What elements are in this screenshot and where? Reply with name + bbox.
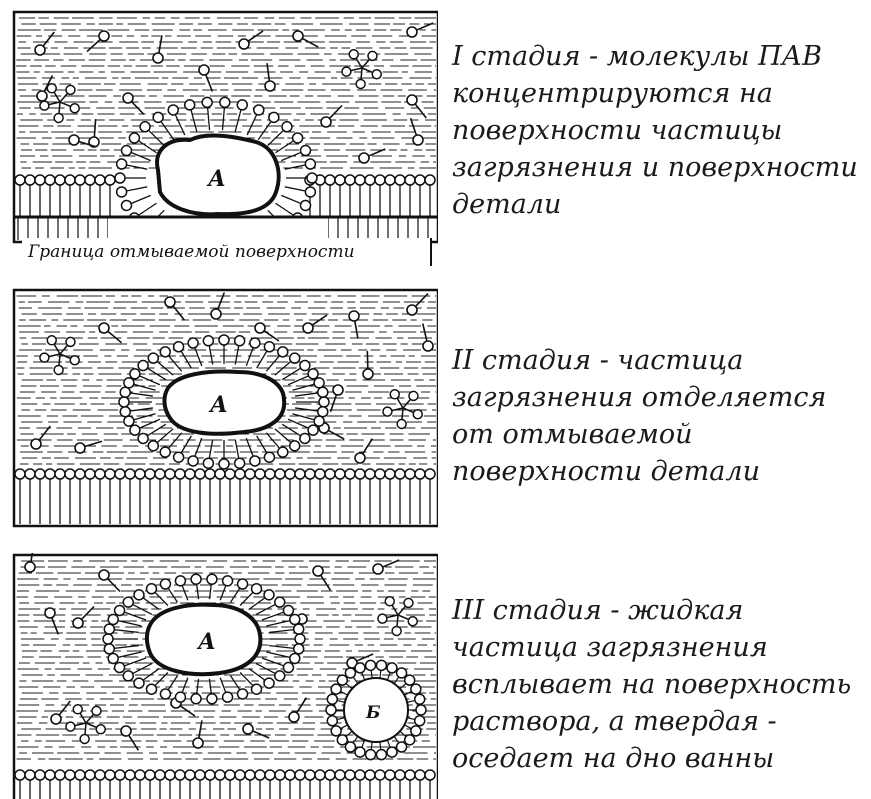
surfactant-molecule xyxy=(349,311,359,339)
surfactant-molecule xyxy=(355,439,372,463)
adsorbed-surfactant-layer xyxy=(15,469,435,524)
surfactant-molecule xyxy=(313,566,330,590)
surfactant-molecule xyxy=(153,35,163,63)
surfactant-molecule xyxy=(407,294,428,315)
surfactant-molecule xyxy=(293,31,318,47)
panel-frame xyxy=(14,555,438,799)
surfactant-molecule xyxy=(289,698,306,722)
stage-3-diagram: А Б xyxy=(8,553,438,799)
surfactant-molecule xyxy=(423,324,433,351)
adsorbed-surfactant-layer xyxy=(15,770,435,799)
small-micelle xyxy=(383,390,422,429)
surfactant-molecule xyxy=(165,297,184,320)
surfactant-molecule xyxy=(73,607,94,628)
stage-3-illustration: А Б xyxy=(8,553,438,799)
surfactant-molecule xyxy=(407,95,426,118)
stage-1-illustration: А xyxy=(8,10,438,252)
particle-a-label: А xyxy=(208,392,228,418)
surfactant-molecule xyxy=(239,31,263,49)
surfactant-molecule xyxy=(243,724,269,738)
small-micelle xyxy=(342,50,381,89)
surfactant-molecule xyxy=(35,32,54,55)
stage-2-diagram: А xyxy=(8,288,438,528)
surfactant-molecule xyxy=(303,315,327,333)
stage-2-caption: II стадия - частица загрязнения отделяет… xyxy=(452,342,862,490)
surfactant-molecule xyxy=(265,63,275,91)
stage-1-caption: I стадия - молекулы ПАВ концентрируются … xyxy=(452,38,862,223)
surfactant-molecule xyxy=(321,106,342,127)
surfactant-molecule xyxy=(363,351,373,379)
particle-b-label: Б xyxy=(365,703,381,723)
small-micelle xyxy=(40,336,79,375)
stage-3-caption: III стадия - жидкая частица загрязнения … xyxy=(452,592,862,777)
particle-a-label: А xyxy=(196,629,216,655)
particle-a-label: А xyxy=(206,166,226,192)
surface-boundary-label: Граница отмываемой поверхности xyxy=(22,238,432,266)
surfactant-molecule xyxy=(211,293,224,319)
surfactant-molecule xyxy=(193,720,203,748)
stage-2-illustration: А xyxy=(8,288,438,528)
stage-1-diagram: А xyxy=(8,10,438,252)
surfactant-molecule xyxy=(51,701,70,724)
surfactant-molecule xyxy=(75,441,102,453)
surfactant-molecule xyxy=(89,119,99,147)
